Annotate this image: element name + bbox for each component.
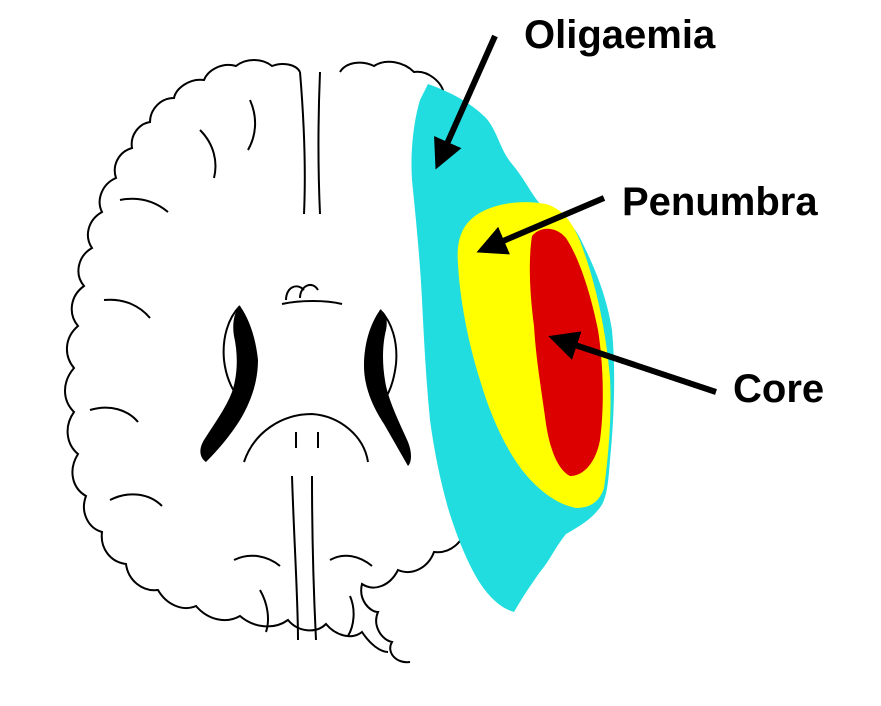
- left-hemisphere-outline: [65, 60, 388, 652]
- core-label: Core: [733, 369, 824, 409]
- splenium-inner: [296, 432, 318, 448]
- sulcus: [90, 100, 255, 506]
- posterior-midline: [292, 476, 316, 640]
- splenium-curve: [244, 414, 368, 462]
- oligaemia-label: Oligaemia: [524, 15, 715, 55]
- midline-fissure: [300, 72, 320, 214]
- left-ventricle: [200, 306, 258, 462]
- genu-curve: [282, 285, 342, 304]
- right-ventricle: [364, 310, 411, 466]
- penumbra-label: Penumbra: [622, 182, 818, 222]
